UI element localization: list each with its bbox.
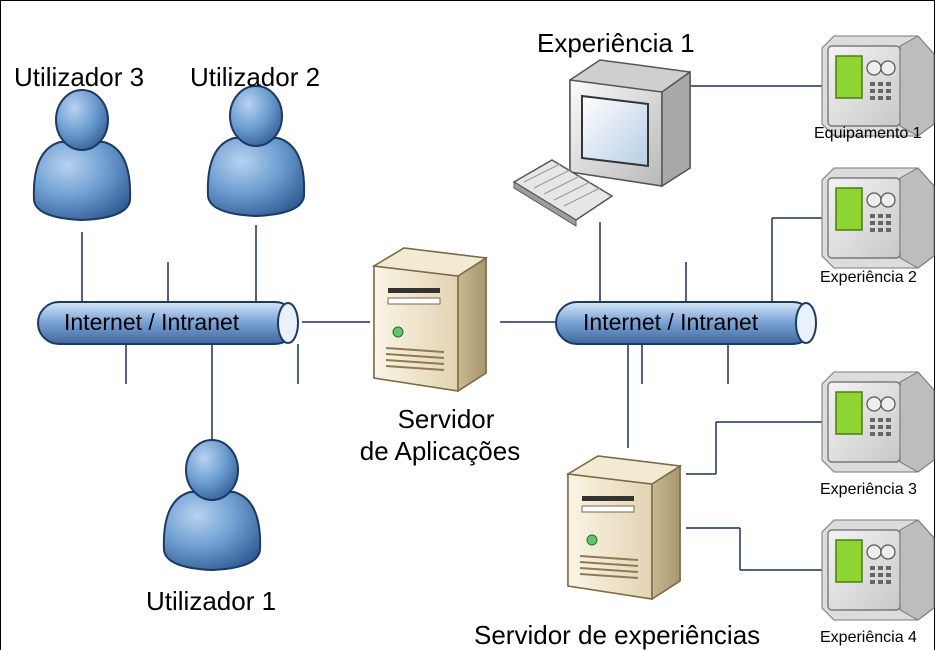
network-bus-left bbox=[37, 301, 299, 345]
workstation-icon bbox=[512, 59, 691, 227]
experiment-4-label: Experiência 4 bbox=[820, 629, 917, 646]
experiment-3-label: Experiência 3 bbox=[820, 481, 917, 498]
equipment-1-label: Equipamento 1 bbox=[814, 125, 922, 142]
experiment-2-device-icon bbox=[821, 167, 935, 269]
user-1-label: Utilizador 1 bbox=[146, 586, 277, 616]
experiment-4-device-icon bbox=[821, 519, 935, 621]
user-3-icon bbox=[32, 89, 132, 221]
user-2-label: Utilizador 2 bbox=[190, 62, 321, 92]
network-bus-right bbox=[555, 301, 817, 345]
network-left-label: Internet / Intranet bbox=[64, 309, 240, 335]
network-right-label: Internet / Intranet bbox=[583, 309, 759, 335]
experiment-2-label: Experiência 2 bbox=[820, 269, 917, 286]
app-server-label-line1: Servidor bbox=[397, 404, 495, 434]
user-1-icon bbox=[162, 439, 262, 571]
experiment-server-icon bbox=[567, 455, 681, 600]
workstation-label: Experiência 1 bbox=[537, 28, 695, 58]
experiment-3-device-icon bbox=[821, 371, 935, 473]
user-2-icon bbox=[206, 85, 306, 217]
app-server-icon bbox=[373, 247, 487, 392]
user-3-label: Utilizador 3 bbox=[14, 62, 145, 92]
connection-lines bbox=[81, 85, 822, 571]
app-server-label-line2: de Aplicações bbox=[359, 436, 521, 466]
experiment-server-label: Servidor de experiências bbox=[474, 620, 761, 650]
equipment-1-icon bbox=[821, 35, 935, 137]
